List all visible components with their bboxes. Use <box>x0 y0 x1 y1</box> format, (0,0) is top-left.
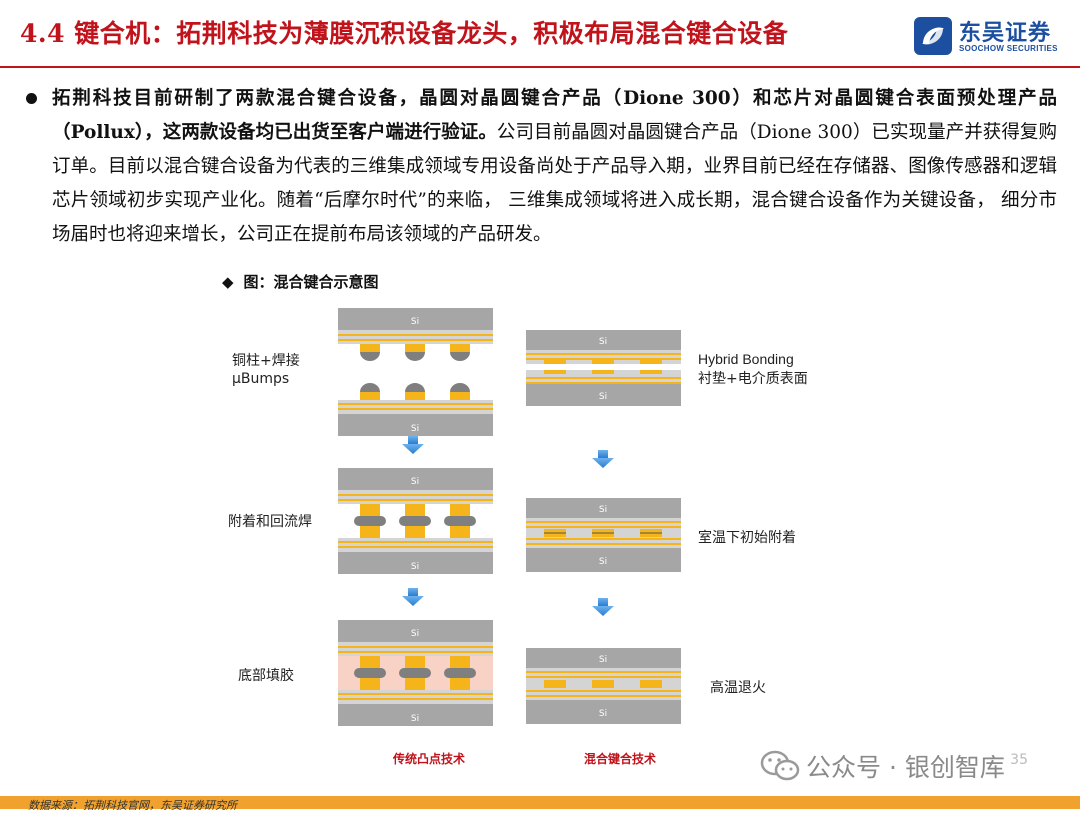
arrow-left-2 <box>402 588 424 606</box>
right-step2-stack: Si Si <box>526 498 681 572</box>
si-label: Si <box>599 557 607 567</box>
bullet-icon <box>26 93 37 104</box>
logo-text-cn: 东吴证券 <box>959 21 1052 46</box>
left-step3-label: 底部填胶 <box>238 667 294 684</box>
bullet-paragraph: 拓荆科技目前研制了两款混合键合设备，晶圆对晶圆键合产品（Dione 300）和芯… <box>52 82 1057 252</box>
left-step1-stack: Si Si <box>338 308 493 436</box>
si-label: Si <box>599 709 607 719</box>
arrow-right-2 <box>592 598 614 616</box>
wechat-icon <box>760 750 800 781</box>
right-step1-stack: Si Si <box>526 330 681 406</box>
bullet-normal-text: 公司目前晶圆对晶圆键合产品（Dione 300）已实现量产并获得复购订单。目前以… <box>52 122 1057 245</box>
right-step2-label: 室温下初始附着 <box>698 529 796 546</box>
hybrid-bonding-diagram: Si Si 铜柱+焊接 µBumps Si Si 附着和回流焊 <box>228 308 808 766</box>
slide-title: 4.4 键合机：拓荆科技为薄膜沉积设备龙头，积极布局混合键合设备 <box>20 19 789 48</box>
right-column-title: 混合键合技术 <box>584 751 656 766</box>
data-source: 数据来源：拓荆科技官网，东吴证券研究所 <box>28 799 237 812</box>
header-divider <box>0 66 1080 68</box>
si-label: Si <box>411 629 419 639</box>
left-column-title: 传统凸点技术 <box>392 751 465 766</box>
figure-caption-text: 图：混合键合示意图 <box>243 273 379 291</box>
right-step1-label-line2: 衬垫+电介质表面 <box>698 371 808 387</box>
company-logo: 东吴证券 SOOCHOW SECURITIES <box>914 15 1066 57</box>
figure-caption: ◆ 图：混合键合示意图 <box>222 271 379 292</box>
right-step3-label: 高温退火 <box>710 679 766 696</box>
right-step1-label-line1: Hybrid Bonding <box>698 351 794 367</box>
watermark: 公众号 · 银创智库 <box>760 748 1005 784</box>
si-label: Si <box>411 714 419 724</box>
arrow-left-1 <box>402 436 424 454</box>
si-label: Si <box>599 337 607 347</box>
footer-bar <box>0 796 1080 809</box>
si-label: Si <box>599 392 607 402</box>
left-step1-label-line2: µBumps <box>232 371 289 387</box>
diamond-icon: ◆ <box>222 273 234 291</box>
left-step2-stack: Si Si <box>338 468 493 574</box>
right-step3-stack: Si Si <box>526 648 681 724</box>
si-label: Si <box>411 477 419 487</box>
si-label: Si <box>599 655 607 665</box>
si-label: Si <box>411 424 419 434</box>
left-step1-label-line1: 铜柱+焊接 <box>232 352 300 369</box>
left-step3-stack: Si Si <box>338 620 493 726</box>
soochow-logo-icon <box>914 17 952 55</box>
page-number: 35 <box>1010 752 1028 768</box>
bullet-bold-text: 拓荆科技目前研制了两款混合键合设备，晶圆对晶圆键合产品（Dione 300）和芯… <box>52 88 1057 143</box>
logo-text-en: SOOCHOW SECURITIES <box>959 44 1058 53</box>
si-label: Si <box>411 317 419 327</box>
si-label: Si <box>411 562 419 572</box>
arrow-right-1 <box>592 450 614 468</box>
si-label: Si <box>599 505 607 515</box>
left-step2-label: 附着和回流焊 <box>228 514 312 530</box>
watermark-text: 公众号 · 银创智库 <box>806 753 1005 782</box>
